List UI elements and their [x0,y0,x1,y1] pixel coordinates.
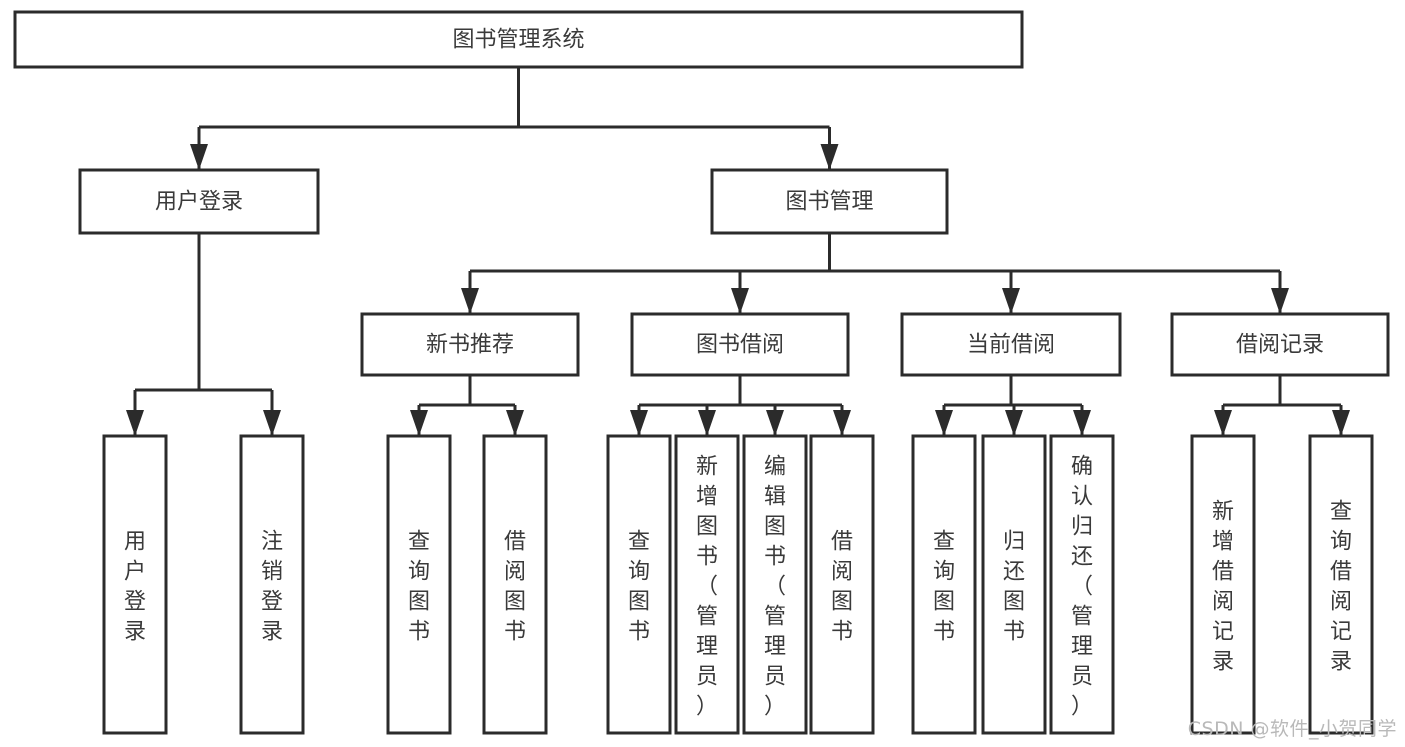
node-box[interactable] [239,434,305,735]
node-leaf-bb-query[interactable]: 查询图书 [606,434,672,735]
node-leaf-bb-add[interactable]: 新增图书（管理员） [674,434,740,735]
arrow-head-icon [698,410,716,436]
edges-layer [126,67,1350,436]
arrow-head-icon [410,410,428,436]
node-label: 查询图书 [408,530,430,645]
arrow-head-icon [461,288,479,314]
node-leaf-rec-add[interactable]: 新增借阅记录 [1190,434,1256,735]
node-label: 借阅图书 [504,530,526,645]
node-box[interactable] [606,434,672,735]
node-leaf-cb-return[interactable]: 归还图书 [981,434,1047,735]
node-box[interactable] [360,312,580,377]
node-leaf-nb-query[interactable]: 查询图书 [386,434,452,735]
node-box[interactable] [1170,312,1390,377]
arrow-head-icon [1332,410,1350,436]
node-box[interactable] [674,434,740,735]
arrow-head-icon [506,410,524,436]
node-box[interactable] [102,434,168,735]
node-l2-book[interactable]: 图书管理 [710,168,949,235]
node-l3-current[interactable]: 当前借阅 [900,312,1122,377]
node-box[interactable] [482,434,548,735]
arrow-head-icon [1214,410,1232,436]
node-leaf-user-login[interactable]: 用户登录 [102,434,168,735]
node-l2-user[interactable]: 用户登录 [78,168,320,235]
arrow-head-icon [190,144,208,170]
node-root[interactable]: 图书管理系统 [13,10,1024,69]
node-box[interactable] [981,434,1047,735]
node-box[interactable] [911,434,977,735]
node-box[interactable] [1190,434,1256,735]
node-label: 归还图书 [1003,530,1025,645]
node-box[interactable] [809,434,875,735]
node-leaf-bb-edit[interactable]: 编辑图书（管理员） [742,434,808,735]
arrow-head-icon [126,410,144,436]
arrow-head-icon [731,288,749,314]
node-label: 图书借阅 [696,333,784,358]
node-leaf-user-logout[interactable]: 注销登录 [239,434,305,735]
arrow-head-icon [630,410,648,436]
node-label: 编辑图书（管理员） [764,455,786,720]
arrow-head-icon [1002,288,1020,314]
arrow-head-icon [766,410,784,436]
arrow-head-icon [1073,410,1091,436]
node-label: 新书推荐 [426,333,514,358]
node-leaf-cb-query[interactable]: 查询图书 [911,434,977,735]
node-label: 查询图书 [628,530,650,645]
node-box[interactable] [742,434,808,735]
node-label: 确认归还（管理员） [1071,455,1093,720]
node-label: 用户登录 [124,530,146,645]
arrow-head-icon [1005,410,1023,436]
node-box[interactable] [1308,434,1374,735]
node-leaf-cb-confirm[interactable]: 确认归还（管理员） [1049,434,1115,735]
node-l3-borrow[interactable]: 图书借阅 [630,312,850,377]
arrow-head-icon [820,144,839,170]
node-box[interactable] [13,10,1024,69]
node-label: 查询图书 [933,530,955,645]
arrow-head-icon [833,410,851,436]
nodes-layer: 图书管理系统用户登录图书管理新书推荐图书借阅当前借阅借阅记录用户登录注销登录查询… [13,10,1390,735]
node-box[interactable] [78,168,320,235]
node-leaf-nb-borrow[interactable]: 借阅图书 [482,434,548,735]
node-label: 注销登录 [261,530,283,645]
node-box[interactable] [630,312,850,377]
node-label: 借阅图书 [831,530,853,645]
node-box[interactable] [710,168,949,235]
node-leaf-rec-query[interactable]: 查询借阅记录 [1308,434,1374,735]
arrow-head-icon [263,410,281,436]
node-label: 新增借阅记录 [1212,500,1234,675]
node-label: 借阅记录 [1236,333,1324,358]
node-label: 当前借阅 [967,333,1055,358]
arrow-head-icon [1271,288,1289,314]
node-label: 新增图书（管理员） [696,455,718,720]
node-label: 图书管理系统 [452,28,584,53]
node-l3-newbook[interactable]: 新书推荐 [360,312,580,377]
node-box[interactable] [386,434,452,735]
node-label: 图书管理 [785,190,873,215]
arrow-head-icon [935,410,953,436]
node-label: 用户登录 [155,190,243,215]
node-box[interactable] [1049,434,1115,735]
node-box[interactable] [900,312,1122,377]
node-l3-record[interactable]: 借阅记录 [1170,312,1390,377]
node-leaf-bb-borrow[interactable]: 借阅图书 [809,434,875,735]
node-label: 查询借阅记录 [1330,500,1352,675]
